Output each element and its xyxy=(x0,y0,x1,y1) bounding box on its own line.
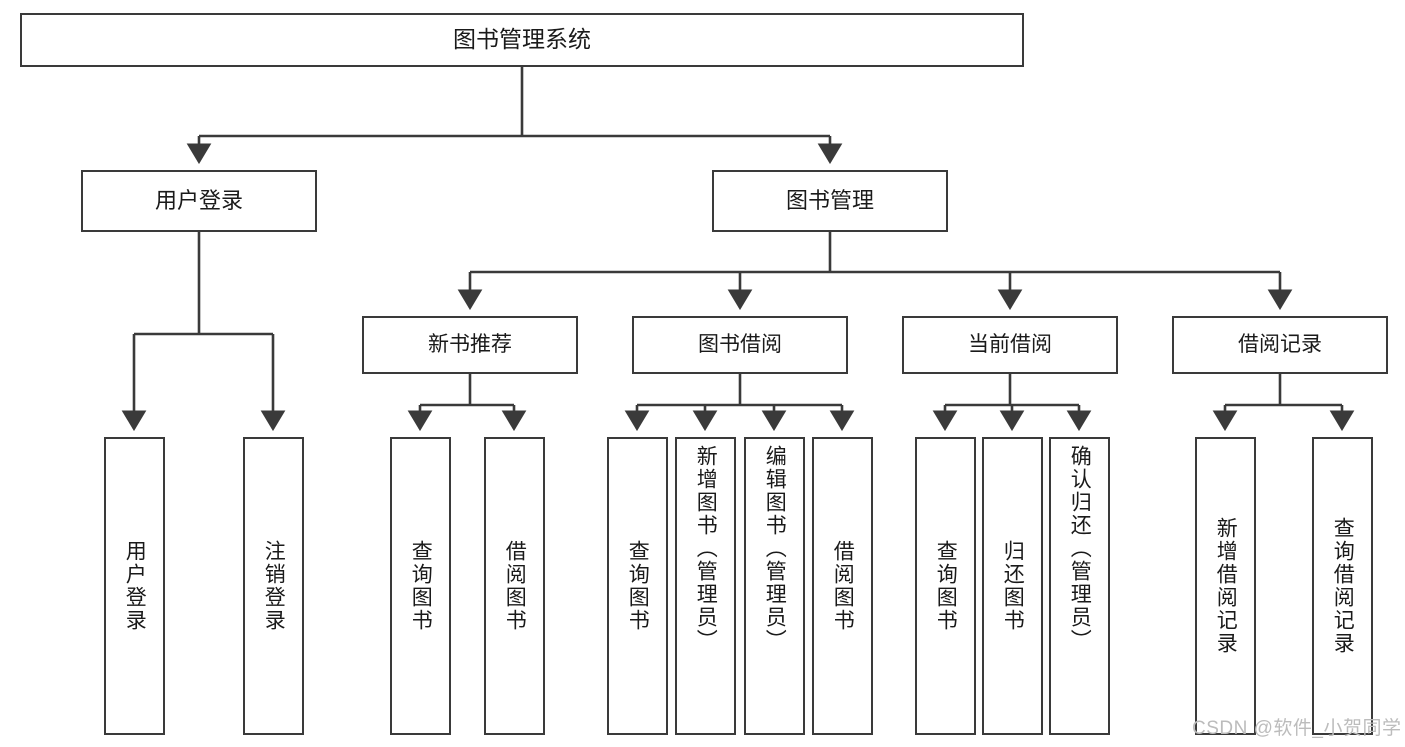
node-root[interactable]: 图书管理系统 xyxy=(20,13,1024,67)
node-leaf-user-logout-label: 注销登录 xyxy=(262,540,286,632)
node-leaf-confirm-return-label: 确认归还（管理员） xyxy=(1068,445,1092,652)
node-book-borrow[interactable]: 图书借阅 xyxy=(632,316,848,374)
node-borrow-record[interactable]: 借阅记录 xyxy=(1172,316,1388,374)
node-leaf-user-logout[interactable]: 注销登录 xyxy=(243,437,304,735)
node-leaf-user-login-label: 用户登录 xyxy=(123,540,147,632)
node-leaf-query-record[interactable]: 查询借阅记录 xyxy=(1312,437,1373,735)
node-leaf-query-book-3-label: 查询图书 xyxy=(934,540,958,632)
node-leaf-query-book-2[interactable]: 查询图书 xyxy=(607,437,668,735)
node-leaf-add-book-label: 新增图书（管理员） xyxy=(694,445,718,652)
node-leaf-query-record-label: 查询借阅记录 xyxy=(1331,517,1355,655)
node-root-label: 图书管理系统 xyxy=(453,26,591,53)
node-current-borrow[interactable]: 当前借阅 xyxy=(902,316,1118,374)
node-leaf-edit-book[interactable]: 编辑图书（管理员） xyxy=(744,437,805,735)
node-leaf-user-login[interactable]: 用户登录 xyxy=(104,437,165,735)
node-leaf-borrow-book-1[interactable]: 借阅图书 xyxy=(484,437,545,735)
watermark: CSDN @软件_小贺同学 xyxy=(1192,718,1402,739)
node-user-login[interactable]: 用户登录 xyxy=(81,170,317,232)
node-leaf-query-book-1-label: 查询图书 xyxy=(409,540,433,632)
node-leaf-query-book-1[interactable]: 查询图书 xyxy=(390,437,451,735)
node-leaf-borrow-book-2-label: 借阅图书 xyxy=(831,540,855,632)
node-leaf-add-book[interactable]: 新增图书（管理员） xyxy=(675,437,736,735)
node-leaf-confirm-return[interactable]: 确认归还（管理员） xyxy=(1049,437,1110,735)
node-leaf-query-book-2-label: 查询图书 xyxy=(626,540,650,632)
node-book-manage[interactable]: 图书管理 xyxy=(712,170,948,232)
node-book-manage-label: 图书管理 xyxy=(785,187,874,213)
node-leaf-return-book-label: 归还图书 xyxy=(1001,540,1025,632)
node-leaf-borrow-book-1-label: 借阅图书 xyxy=(503,540,527,632)
node-new-book-rec-label: 新书推荐 xyxy=(428,333,512,357)
node-book-borrow-label: 图书借阅 xyxy=(698,333,782,357)
node-new-book-rec[interactable]: 新书推荐 xyxy=(362,316,578,374)
node-leaf-query-book-3[interactable]: 查询图书 xyxy=(915,437,976,735)
node-current-borrow-label: 当前借阅 xyxy=(968,333,1052,357)
node-user-login-label: 用户登录 xyxy=(154,187,243,213)
node-borrow-record-label: 借阅记录 xyxy=(1238,333,1322,357)
node-leaf-return-book[interactable]: 归还图书 xyxy=(982,437,1043,735)
node-leaf-add-record-label: 新增借阅记录 xyxy=(1214,517,1238,655)
node-leaf-add-record[interactable]: 新增借阅记录 xyxy=(1195,437,1256,735)
node-leaf-edit-book-label: 编辑图书（管理员） xyxy=(763,445,787,652)
node-leaf-borrow-book-2[interactable]: 借阅图书 xyxy=(812,437,873,735)
